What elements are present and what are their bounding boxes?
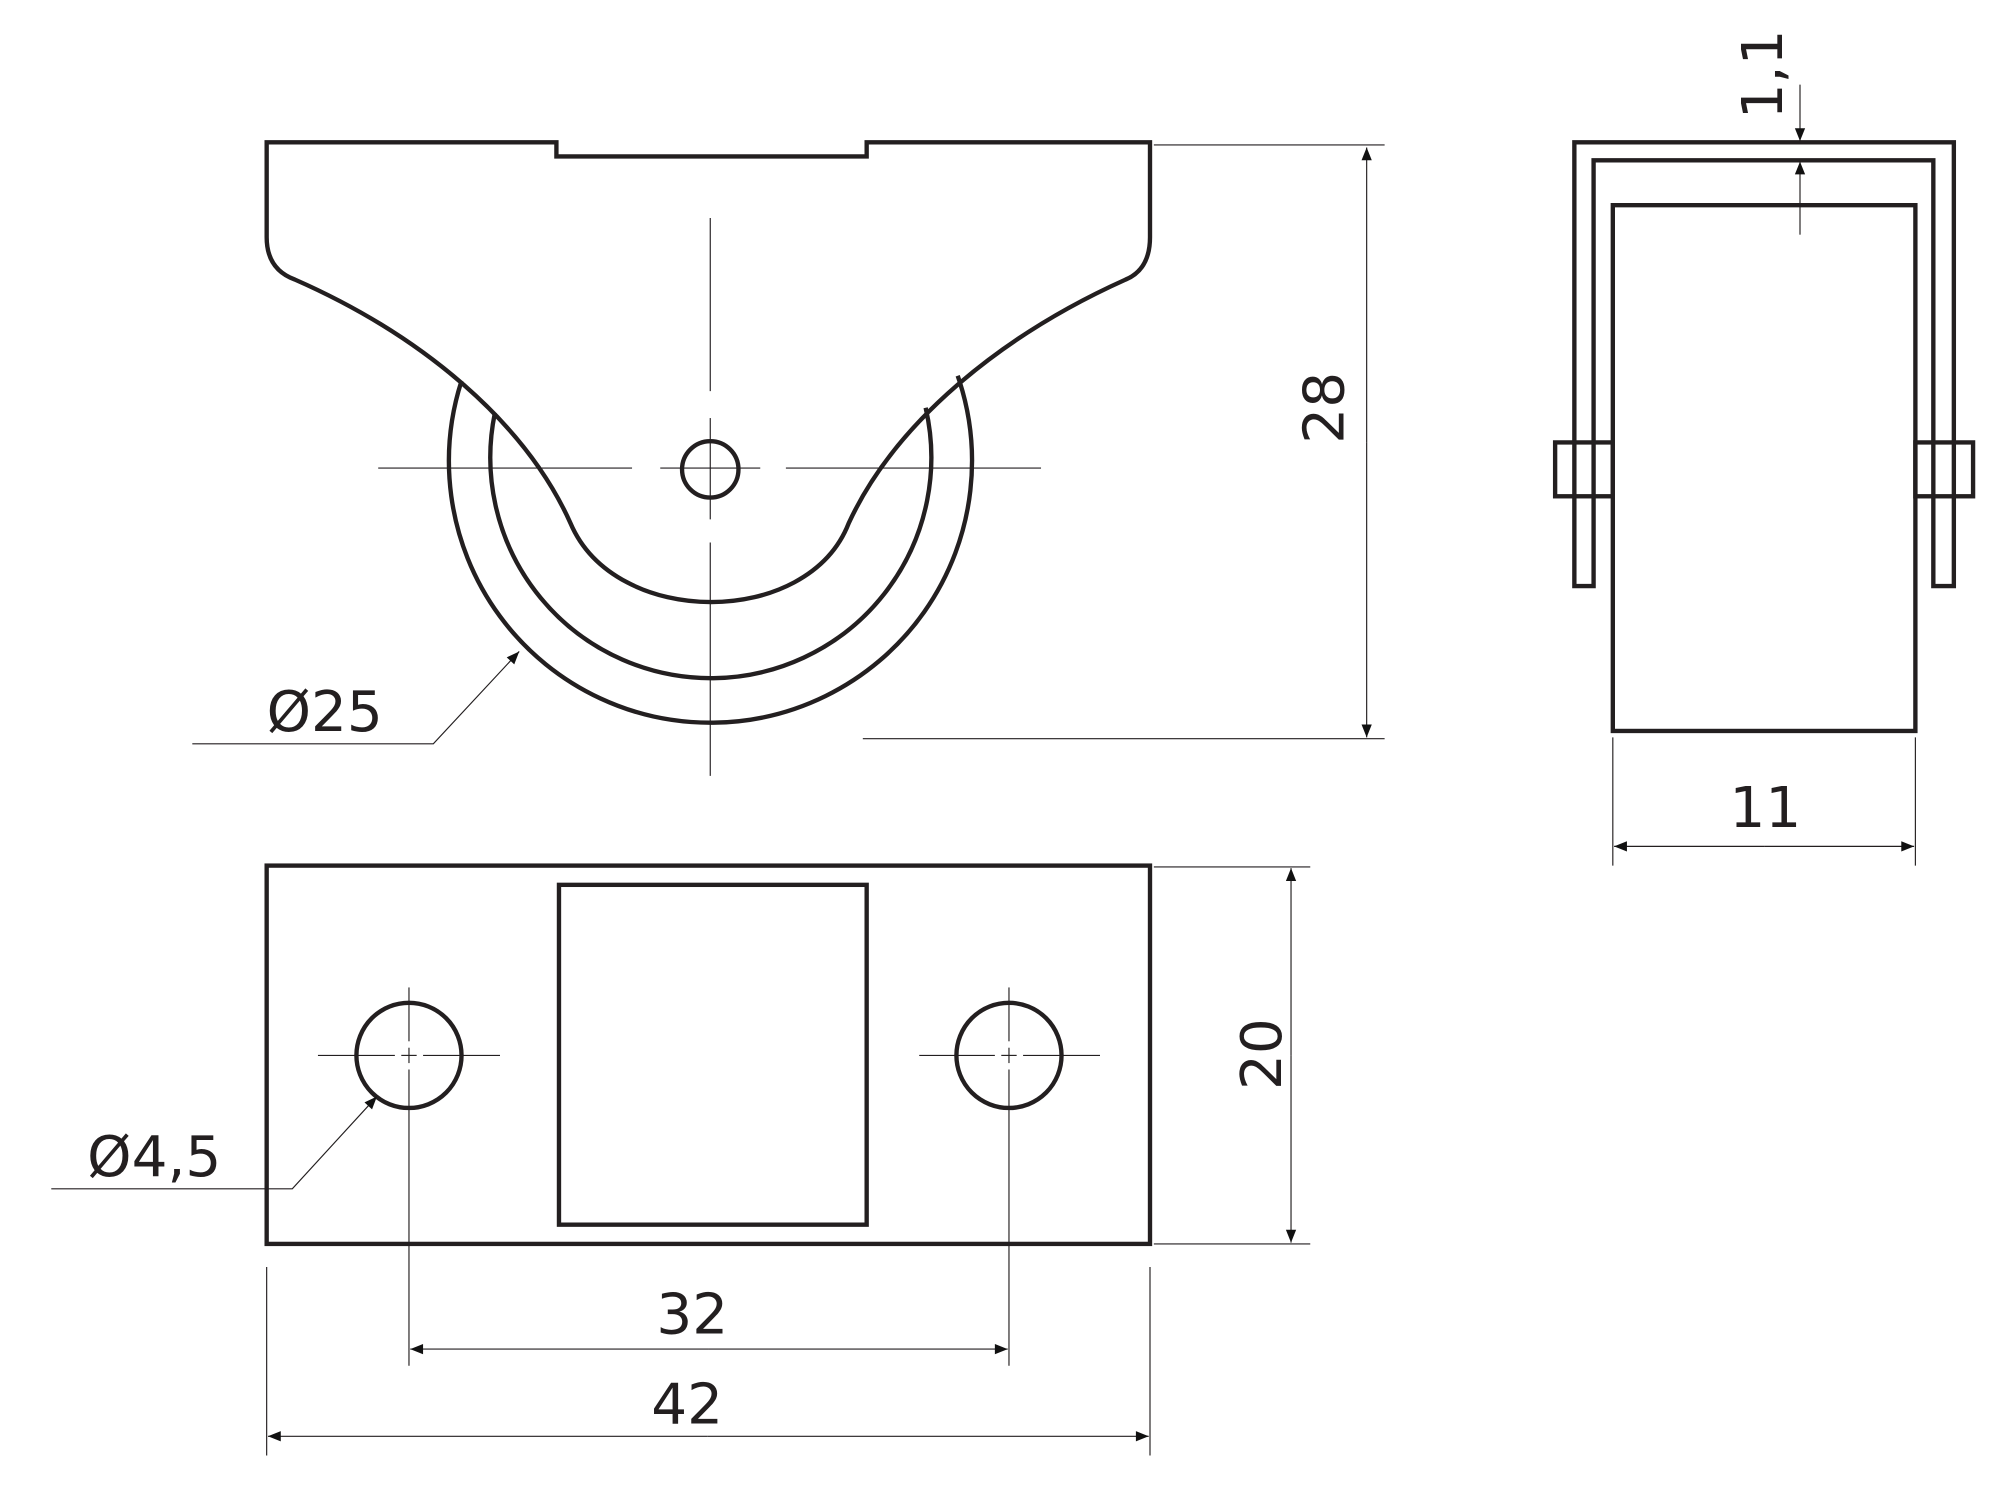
wheel-opening bbox=[556, 882, 869, 1227]
hole-spacing-dim-label: 32 bbox=[656, 1283, 728, 1348]
side-view: 1,1 11 bbox=[1552, 30, 1976, 866]
plate-width-dimension: 20 bbox=[1153, 866, 1311, 1245]
center-lines bbox=[378, 218, 1042, 776]
plate-length-dim-label: 42 bbox=[651, 1372, 723, 1437]
axle-left bbox=[1552, 440, 1616, 499]
wheel-diameter-label: Ø25 bbox=[267, 680, 383, 745]
front-view: 28 Ø25 bbox=[192, 140, 1385, 776]
height-dim-label: 28 bbox=[1293, 372, 1358, 444]
bottom-view: 20 32 42 Ø4,5 bbox=[51, 863, 1311, 1456]
wheel-inner bbox=[488, 407, 934, 681]
wheel-side bbox=[1610, 203, 1918, 734]
hole-spacing-dimension: 32 bbox=[410, 1283, 1008, 1355]
hole-diameter-label: Ø4,5 bbox=[87, 1125, 221, 1190]
thickness-dimension: 1,1 bbox=[1731, 30, 1806, 235]
bracket-u-profile bbox=[1572, 140, 1957, 589]
axle-right bbox=[1913, 440, 1976, 499]
bracket-outline bbox=[264, 140, 1153, 605]
width-dim-label: 11 bbox=[1729, 776, 1801, 841]
thickness-dim-label: 1,1 bbox=[1731, 30, 1796, 120]
base-plate bbox=[264, 863, 1153, 1247]
wheel-diameter-leader: Ø25 bbox=[192, 651, 520, 745]
hole-diameter-leader: Ø4,5 bbox=[51, 1096, 378, 1190]
plate-length-dimension: 42 bbox=[266, 1266, 1151, 1456]
wheel-outer bbox=[446, 375, 975, 725]
plate-width-dim-label: 20 bbox=[1230, 1018, 1295, 1090]
width-dimension: 11 bbox=[1612, 737, 1916, 866]
height-dimension: 28 bbox=[862, 144, 1385, 740]
hole-center-lines bbox=[317, 987, 1100, 1366]
